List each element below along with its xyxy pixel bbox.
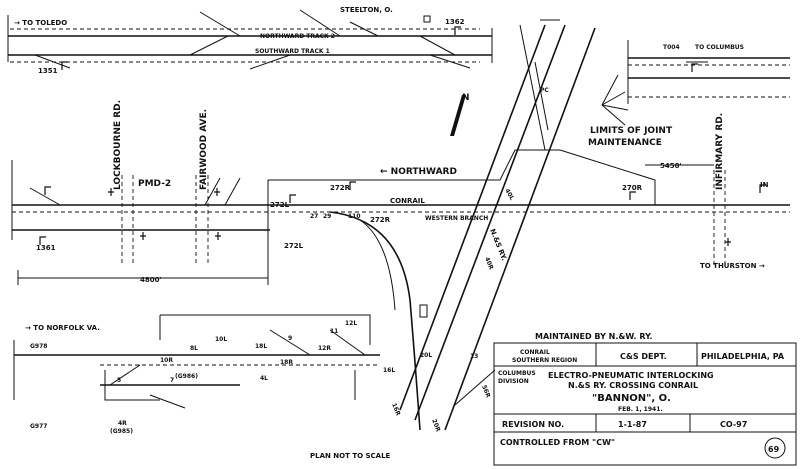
- signal-g986: (G986): [175, 373, 198, 380]
- ns-railway-label: N.&S RY.: [488, 228, 508, 262]
- division-label-2: DIVISION: [498, 378, 529, 385]
- crossing-box: [419, 304, 428, 318]
- conrail-track-label: CONRAIL: [390, 197, 425, 205]
- to-thurston-label: TO THURSTON →: [700, 262, 765, 270]
- signal-g985: (G985): [110, 428, 133, 435]
- signal-20l: 20L: [420, 352, 432, 359]
- signal-10r: 10R: [160, 357, 173, 364]
- revision-value: 1-1-87: [618, 420, 647, 429]
- plan-date: FEB. 1, 1941.: [618, 406, 663, 413]
- switch-13: 13: [470, 353, 478, 360]
- switch-7: 7: [170, 377, 174, 384]
- signal-8l: 8L: [190, 345, 198, 352]
- signal-heads: [39, 26, 766, 246]
- distance-4800-label: 4800': [140, 276, 162, 284]
- signal-16r: 16R: [390, 402, 401, 417]
- southward-track-1-label: SOUTHWARD TRACK 1: [255, 48, 330, 55]
- signal-40l: 40L: [503, 188, 515, 202]
- revision-label: REVISION NO.: [502, 420, 564, 429]
- instrument-case: [423, 15, 431, 23]
- maintained-by: MAINTAINED BY N.&W. RY.: [535, 332, 653, 341]
- signal-1362-label: 1362: [445, 18, 465, 26]
- steelton-label: STEELTON, O.: [340, 6, 393, 14]
- pc-label: PC: [540, 87, 549, 94]
- to-norfolk-label: → TO NORFOLK VA.: [25, 324, 100, 332]
- description-line-2: N.&S RY. CROSSING CONRAIL: [568, 381, 698, 390]
- fairwood-ave-label: FAIRWOOD AVE.: [199, 109, 209, 190]
- signal-16l: 16L: [383, 367, 395, 374]
- ns-railway-diagonal: [399, 19, 629, 431]
- city-label: PHILADELPHIA, PA: [701, 352, 785, 361]
- joint-maintenance-label-1: LIMITS OF JOINT: [590, 126, 673, 136]
- division-label-1: COLUMBUS: [498, 370, 536, 377]
- to-columbus-label: TO COLUMBUS: [695, 44, 744, 51]
- distance-5450-label: 5450': [660, 162, 682, 170]
- signal-g978: G978: [30, 343, 47, 350]
- north-arrow-icon: N: [450, 93, 470, 136]
- to-toledo-label: → TO TOLEDO: [14, 19, 67, 27]
- title-block: [493, 342, 797, 466]
- switch-29: 29: [323, 213, 331, 220]
- description-line-1: ELECTRO-PNEUMATIC INTERLOCKING: [548, 371, 714, 380]
- svg-text:N: N: [462, 93, 470, 103]
- signal-272l-bottom: 272L: [284, 242, 304, 250]
- top-main-line: [7, 9, 493, 70]
- drawing-number: CO-97: [720, 420, 747, 429]
- signal-g977: G977: [30, 423, 47, 430]
- not-to-scale-label: PLAN NOT TO SCALE: [310, 452, 391, 460]
- switch-5: 5: [117, 377, 121, 384]
- plant-name: "BANNON", O.: [592, 393, 671, 404]
- signal-272r-top: 272R: [330, 184, 351, 192]
- signal-270r: 270R: [622, 184, 643, 192]
- signal-12l: 12L: [345, 320, 357, 327]
- conrail-main: [11, 149, 790, 431]
- signal-272r-bottom: 272R: [370, 216, 391, 224]
- signal-in: IN: [760, 181, 769, 189]
- controlled-from: CONTROLLED FROM "CW": [500, 438, 615, 447]
- pmd2-label: PMD-2: [138, 179, 171, 189]
- columbus-line: [627, 40, 790, 104]
- switch-9: 9: [288, 335, 292, 342]
- signal-1361-label: 1361: [36, 244, 56, 252]
- signal-18l: 18L: [255, 343, 267, 350]
- signal-40r: 40R: [483, 256, 494, 271]
- signal-t004-label: T004: [663, 44, 680, 51]
- western-branch-label: WESTERN BRANCH: [425, 215, 488, 222]
- signal-12r: 12R: [318, 345, 331, 352]
- sheet-number: 69: [768, 445, 780, 454]
- northward-track-2-label: NORTHWARD TRACK 2: [260, 33, 335, 40]
- conrail-region-1: CONRAIL: [520, 349, 550, 356]
- signal-56r: 56R: [480, 384, 491, 399]
- switch-11: 11: [330, 328, 338, 335]
- signal-10l: 10L: [215, 336, 227, 343]
- infirmary-road-label: INFIRMARY RD.: [715, 113, 725, 190]
- signal-4l: 4L: [260, 375, 268, 382]
- conrail-region-2: SOUTHERN REGION: [512, 357, 577, 364]
- lower-yard: [13, 314, 380, 409]
- signal-4r: 4R: [118, 420, 127, 427]
- joint-maintenance-label-2: MAINTENANCE: [588, 138, 662, 148]
- switch-110: 110: [348, 213, 361, 220]
- signal-1351-label: 1351: [38, 67, 58, 75]
- signal-272l-top: 272L: [270, 201, 290, 209]
- switch-27: 27: [310, 213, 318, 220]
- signal-20r: 20R: [430, 418, 441, 433]
- lockbourne-road-label: LOCKBOURNE RD.: [113, 100, 123, 190]
- northward-label: ← NORTHWARD: [380, 167, 457, 177]
- signal-18r: 18R: [280, 359, 293, 366]
- dept-label: C&S DEPT.: [620, 352, 667, 361]
